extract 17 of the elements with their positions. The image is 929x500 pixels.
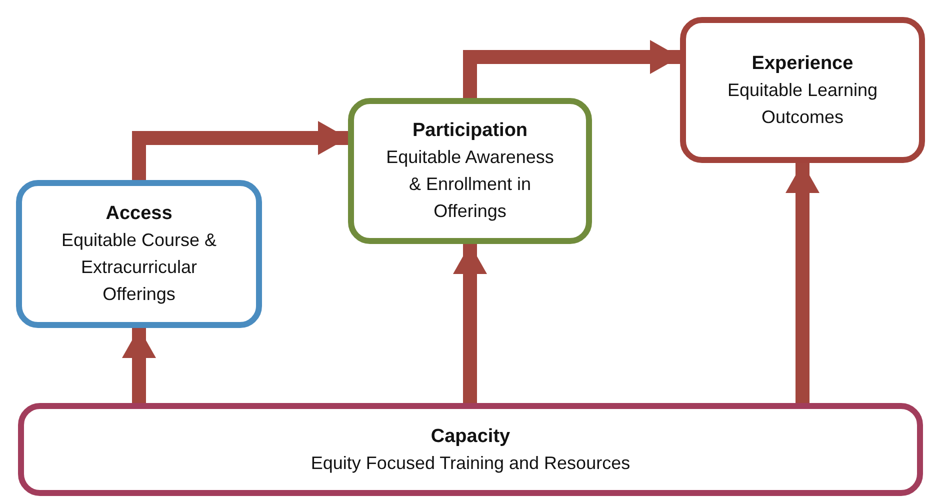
rounded-box: [680, 17, 925, 163]
arrow: [132, 121, 348, 180]
box-heading: Capacity: [430, 424, 510, 448]
arrow: [786, 163, 820, 403]
arrow: [453, 244, 487, 403]
box-heading: Access: [106, 202, 172, 226]
box-text: Equitable Awareness & Enrollment in Offerings: [385, 146, 555, 223]
arrow: [463, 40, 680, 98]
arrow: [122, 328, 156, 403]
box-heading: Experience: [752, 52, 854, 76]
rounded-box: [16, 180, 262, 328]
box-heading: Participation: [412, 119, 528, 143]
box-text: Equitable Learning Outcomes: [726, 78, 879, 128]
box-text: Equitable Course & Extracurricular Offerings: [60, 229, 218, 306]
rounded-box: [18, 403, 923, 496]
rounded-box: [348, 98, 592, 244]
box-text: Equity Focused Training and Resources: [310, 452, 630, 475]
